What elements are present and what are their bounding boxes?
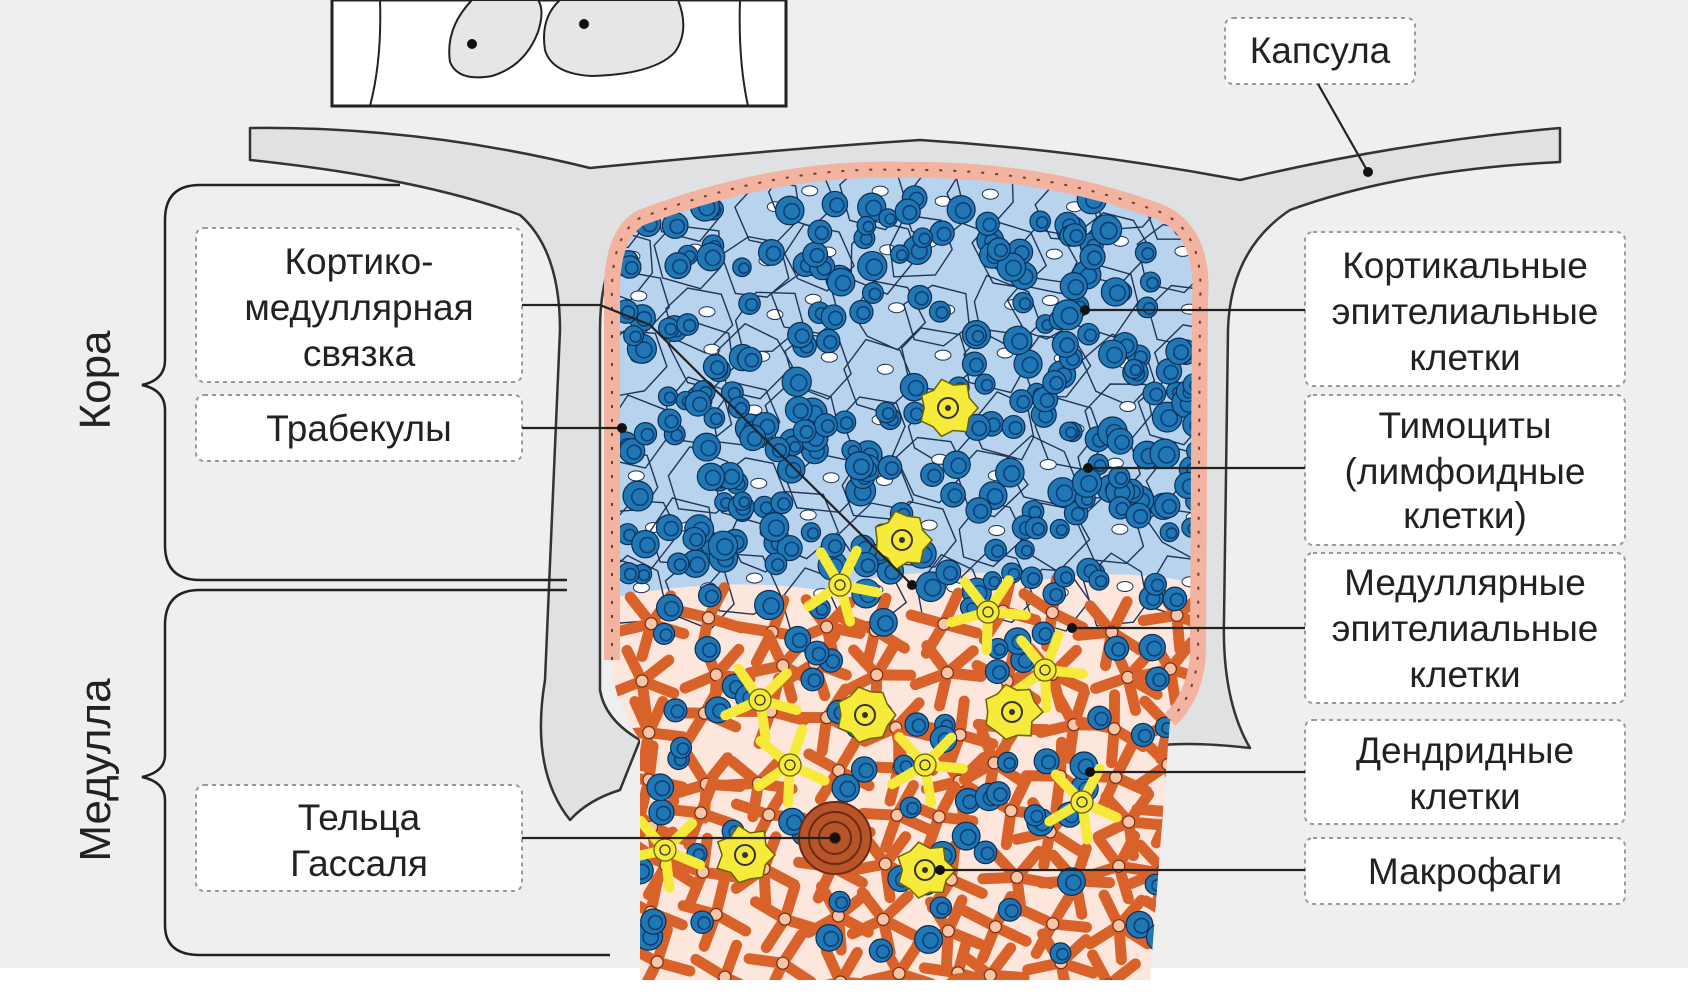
epithelial-nucleus	[877, 364, 893, 374]
epithelial-nucleus	[941, 667, 953, 679]
macrophage-nucleolus	[862, 712, 868, 718]
epithelial-nucleus	[779, 913, 791, 925]
hassall-label-line1: Тельца	[298, 797, 421, 838]
epithelial-nucleus	[871, 669, 883, 681]
macrophage-nucleolus	[742, 852, 748, 858]
dendritic-body	[1034, 659, 1056, 681]
epithelial-nucleus	[1047, 918, 1059, 930]
cortico-medullary-label-line3: связка	[303, 333, 416, 374]
lobule	[586, 159, 1223, 1003]
macrophage-nucleolus	[1009, 709, 1015, 715]
dendritic-body	[977, 601, 999, 623]
dendritic-label-line1: Дендридные	[1356, 730, 1574, 771]
epithelial-nucleus	[933, 811, 945, 823]
dendritic-body	[829, 574, 851, 596]
epithelial-nucleus	[643, 727, 655, 739]
epithelial-nucleus	[628, 471, 644, 481]
epithelial-nucleus	[1005, 805, 1017, 817]
medulla-region-label: Медулла	[71, 678, 120, 862]
dendritic-body	[749, 689, 771, 711]
macrophage-nucleolus	[899, 537, 905, 543]
epithelial-nucleus	[763, 809, 775, 821]
cortical-epithelial-label-line1: Кортикальные	[1342, 245, 1588, 286]
cortex-region-label: Кора	[71, 330, 120, 430]
epithelial-nucleus	[1011, 871, 1023, 883]
epithelial-nucleus	[877, 913, 889, 925]
epithelial-nucleus	[1108, 723, 1120, 735]
epithelial-nucleus	[1112, 524, 1128, 534]
epithelial-nucleus	[982, 189, 998, 199]
medullary-epithelial-label-line2: эпителиальные	[1332, 608, 1599, 649]
epithelial-nucleus	[1046, 607, 1058, 619]
cortical-epithelial-label-line3: клетки	[1409, 337, 1520, 378]
epithelial-nucleus	[893, 967, 905, 979]
dendritic-body	[779, 754, 801, 776]
epithelial-nucleus	[802, 186, 818, 196]
epithelial-nucleus	[800, 510, 816, 520]
epithelial-nucleus	[1171, 609, 1183, 621]
medullary-epithelial-label-line1: Медуллярные	[1344, 562, 1586, 603]
epithelial-nucleus	[699, 307, 715, 317]
thymocytes-label-line2: (лимфоидные	[1345, 451, 1586, 492]
epithelial-nucleus	[751, 478, 767, 488]
epithelial-nucleus	[1113, 920, 1125, 932]
capsule-label: Капсула	[1250, 30, 1391, 71]
epithelial-nucleus	[989, 526, 1005, 536]
epithelial-nucleus	[704, 344, 720, 354]
cortical-epithelial-label-line2: эпителиальные	[1332, 291, 1599, 332]
epithelial-nucleus	[889, 303, 905, 313]
epithelial-nucleus	[1046, 249, 1062, 259]
epithelial-nucleus	[702, 612, 714, 624]
epithelial-nucleus	[879, 858, 891, 870]
cortico-medullary-label-line1: Кортико-	[284, 241, 433, 282]
epithelial-nucleus	[651, 956, 663, 968]
epithelial-nucleus	[1040, 459, 1056, 469]
hassall-label-line2: Гассаля	[290, 843, 428, 884]
macrophage-nucleolus	[945, 405, 951, 411]
medullary-epithelial-label-line3: клетки	[1409, 654, 1520, 695]
epithelial-nucleus	[777, 957, 789, 969]
dendritic-body	[914, 754, 936, 776]
macrophage-nucleolus	[922, 867, 928, 873]
epithelial-nucleus	[1123, 816, 1135, 828]
dendritic-body	[654, 839, 676, 861]
epithelial-nucleus	[935, 350, 951, 360]
cortico-medullary-label-line2: медуллярная	[244, 287, 473, 328]
dendritic-body	[1071, 791, 1093, 813]
epithelial-nucleus	[1110, 771, 1122, 783]
epithelial-nucleus	[631, 291, 647, 301]
thymocytes-label-line3: клетки)	[1403, 495, 1527, 536]
body-inset	[332, 0, 786, 106]
epithelial-nucleus	[921, 520, 937, 530]
epithelial-nucleus	[695, 807, 707, 819]
epithelial-nucleus	[984, 969, 996, 981]
epithelial-nucleus	[942, 925, 954, 937]
epithelial-nucleus	[1042, 296, 1058, 306]
epithelial-nucleus	[821, 621, 833, 633]
epithelial-nucleus	[823, 473, 839, 483]
epithelial-nucleus	[989, 921, 1001, 933]
epithelial-nucleus	[821, 352, 837, 362]
epithelial-nucleus	[1120, 402, 1136, 412]
epithelial-nucleus	[747, 573, 763, 583]
trabeculae-label: Трабекулы	[266, 408, 452, 449]
dendritic-label-line2: клетки	[1409, 776, 1520, 817]
epithelial-nucleus	[636, 675, 648, 687]
macrophages-label: Макрофаги	[1368, 851, 1562, 892]
thymocytes-label-line1: Тимоциты	[1378, 405, 1551, 446]
epithelial-nucleus	[1117, 581, 1133, 591]
